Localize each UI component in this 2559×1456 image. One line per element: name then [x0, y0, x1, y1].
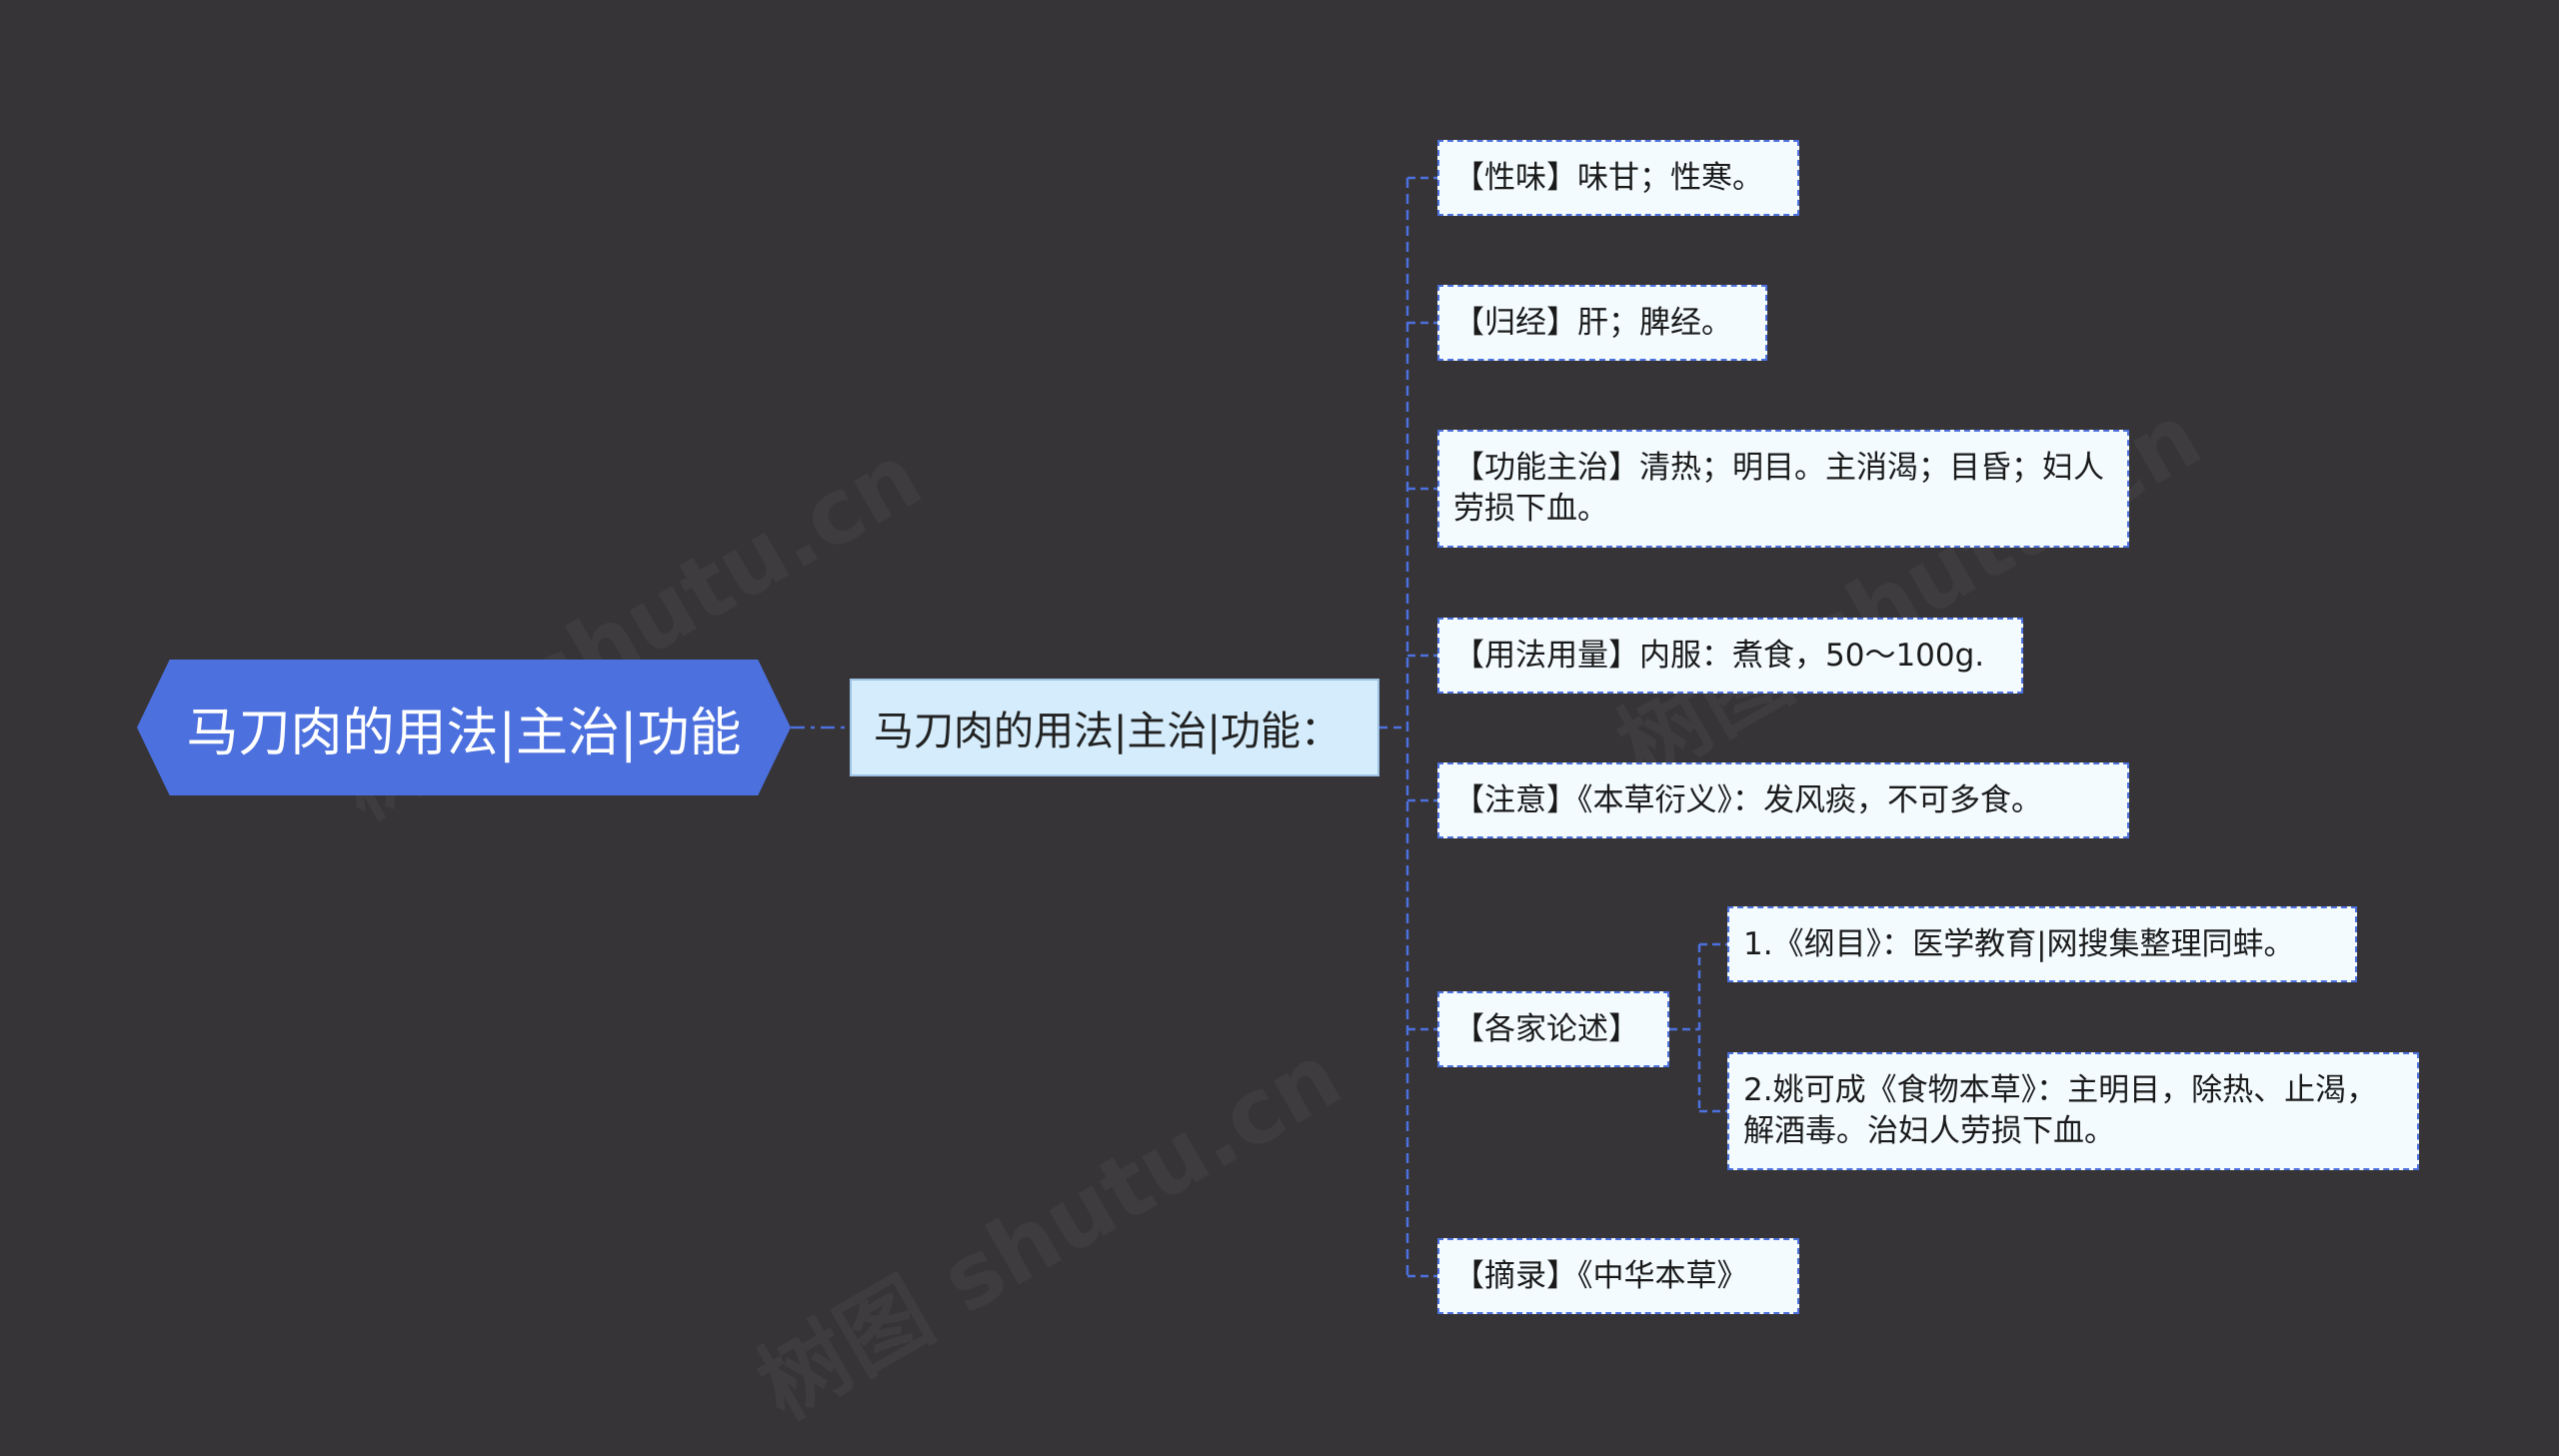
- leaf-guijing[interactable]: 【归经】肝；脾经。: [1437, 285, 1767, 361]
- leaf-label: 【功能主治】清热；明目。主消渴；目昏；妇人劳损下血。: [1453, 450, 2104, 527]
- leaf-gejia[interactable]: 【各家论述】: [1437, 991, 1669, 1067]
- root-topic[interactable]: 马刀肉的用法|主治|功能: [137, 660, 791, 795]
- leaf-label: 【归经】肝；脾经。: [1453, 304, 1732, 341]
- child-label: 2.姚可成《食物本草》：主明目，除热、止渴，解酒毒。治妇人劳损下血。: [1743, 1072, 2378, 1149]
- leaf-yongfa[interactable]: 【用法用量】内服：煮食，50～100g.: [1437, 618, 2023, 694]
- leaf-xingwei[interactable]: 【性味】味甘；性寒。: [1437, 140, 1799, 216]
- root-topic-label: 马刀肉的用法|主治|功能: [186, 703, 742, 763]
- leaf-label: 【摘录】《中华本草》: [1453, 1257, 1748, 1294]
- leaf-label: 【各家论述】: [1453, 1010, 1639, 1047]
- leaf-gongneng[interactable]: 【功能主治】清热；明目。主消渴；目昏；妇人劳损下血。: [1437, 430, 2129, 548]
- leaf-label: 【性味】味甘；性寒。: [1453, 159, 1763, 196]
- subtopic-label: 马刀肉的用法|主治|功能：: [874, 709, 1340, 754]
- leaf-zhuyi[interactable]: 【注意】《本草衍义》：发风痰，不可多食。: [1437, 762, 2129, 838]
- leaf-label: 【用法用量】内服：煮食，50～100g.: [1453, 637, 1985, 674]
- leaf-label: 【注意】《本草衍义》：发风痰，不可多食。: [1453, 781, 2042, 818]
- leaf-zhailu[interactable]: 【摘录】《中华本草》: [1437, 1238, 1799, 1314]
- child-label: 1.《纲目》：医学教育|网搜集整理同蚌。: [1743, 925, 2295, 962]
- subtopic-node[interactable]: 马刀肉的用法|主治|功能：: [850, 679, 1379, 776]
- child-shiwu-bencao[interactable]: 2.姚可成《食物本草》：主明目，除热、止渴，解酒毒。治妇人劳损下血。: [1727, 1052, 2419, 1170]
- child-gangmu[interactable]: 1.《纲目》：医学教育|网搜集整理同蚌。: [1727, 906, 2357, 982]
